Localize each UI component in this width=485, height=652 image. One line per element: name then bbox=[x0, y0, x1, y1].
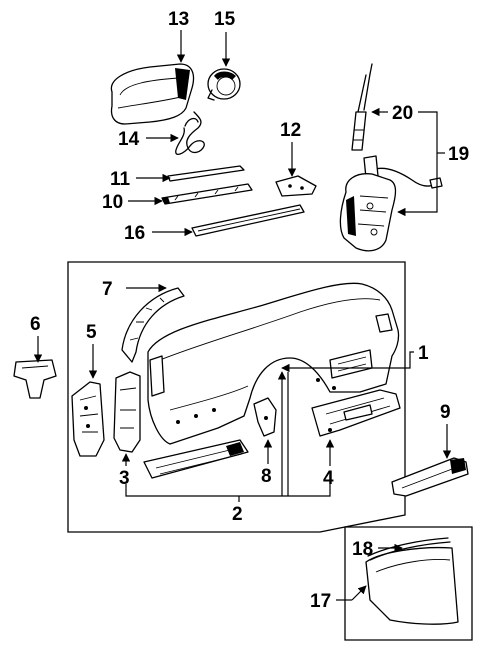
callout-8: 8 bbox=[261, 466, 272, 487]
part-5-pillar bbox=[71, 381, 105, 457]
callout-11: 11 bbox=[110, 169, 131, 190]
part-6-brace bbox=[13, 359, 57, 399]
part-19-antenna-motor bbox=[339, 155, 443, 252]
callout-2: 2 bbox=[232, 504, 243, 525]
callout-20: 20 bbox=[392, 103, 413, 124]
part-17-trim-panel bbox=[365, 546, 459, 625]
leader-lines bbox=[33, 30, 452, 601]
callout-4: 4 bbox=[323, 468, 334, 489]
callout-3: 3 bbox=[119, 468, 130, 489]
part-8-gusset bbox=[253, 397, 277, 437]
part-7-wheel-arch bbox=[121, 287, 185, 363]
callout-7: 7 bbox=[102, 279, 113, 300]
part-14-cable bbox=[175, 111, 205, 155]
callout-10: 10 bbox=[102, 192, 123, 213]
callout-labels: 13 15 14 11 10 16 12 20 19 7 6 5 1 3 8 4… bbox=[30, 9, 469, 612]
callout-9: 9 bbox=[440, 402, 451, 423]
part-11-molding bbox=[167, 165, 245, 182]
part-18-seal bbox=[367, 537, 451, 561]
part-1-quarter-panel bbox=[147, 282, 400, 445]
callout-18: 18 bbox=[352, 539, 373, 560]
callout-1: 1 bbox=[418, 343, 429, 364]
part-13-housing bbox=[110, 63, 195, 125]
callout-13: 13 bbox=[168, 9, 189, 30]
callout-19: 19 bbox=[448, 144, 469, 165]
part-3-inner-pillar bbox=[113, 371, 141, 453]
part-15-fuel-door bbox=[207, 68, 241, 101]
part-16-molding bbox=[191, 204, 305, 237]
quarter-panel-group-frame bbox=[67, 261, 406, 533]
callout-14: 14 bbox=[118, 129, 140, 150]
part-9-extension bbox=[391, 457, 469, 497]
part-20-antenna bbox=[351, 63, 373, 151]
callout-16: 16 bbox=[124, 223, 145, 244]
part-12-bracket bbox=[275, 175, 317, 197]
callout-6: 6 bbox=[30, 314, 41, 335]
callout-15: 15 bbox=[214, 9, 236, 30]
callout-17: 17 bbox=[310, 591, 331, 612]
part-2-rocker bbox=[143, 439, 249, 479]
part-4-lower-panel bbox=[311, 389, 401, 437]
callout-5: 5 bbox=[86, 322, 97, 343]
trim-group-frame bbox=[344, 526, 473, 641]
part-10-molding bbox=[161, 183, 253, 205]
callout-12: 12 bbox=[280, 120, 301, 141]
